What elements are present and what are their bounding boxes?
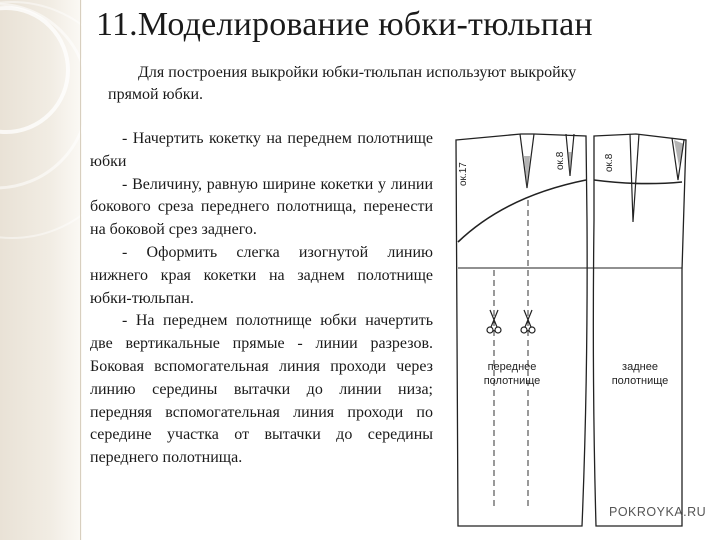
label-front-panel-2: полотнище (484, 375, 541, 387)
skirt-pattern-diagram: ок.17 ок.8 ок.8 переднее полотнище задне… (455, 133, 687, 527)
instructions: - Начертить кокетку на переднем полотнищ… (90, 128, 433, 470)
decorative-side-panel (0, 0, 82, 540)
back-dart (629, 133, 640, 223)
label-back-dart: ок.8 (604, 153, 615, 172)
back-yoke-line (593, 179, 683, 185)
divider-line (80, 0, 81, 540)
instruction-paragraph-1: - Начертить кокетку на переднем полотнищ… (90, 130, 433, 170)
front-panel-outline (455, 133, 588, 527)
back-panel-outline (592, 133, 687, 527)
label-back-panel-2: полотнище (612, 375, 669, 387)
label-front-panel-1: переднее (488, 361, 537, 373)
front-yoke-line (457, 179, 587, 243)
scissors-icon (520, 309, 536, 334)
back-side-dart (671, 137, 685, 181)
decorative-circles (0, 1, 82, 239)
label-front-waist-dart: ок.17 (458, 162, 469, 186)
instruction-paragraph-3: - Оформить слегка изогнутой линию нижнег… (90, 243, 433, 307)
slide-title: 11.Моделирование юбки-тюльпан (96, 6, 593, 43)
label-back-panel-1: заднее (622, 361, 658, 373)
scissors-icon (486, 309, 502, 334)
intro-line-2: прямой юбки. (108, 86, 204, 103)
instruction-paragraph-4: - На переднем полотнище юбки начертить д… (90, 312, 433, 467)
intro-line-1: Для построения выкройки юбки-тюльпан исп… (138, 64, 577, 81)
label-front-side-dart: ок.8 (555, 151, 566, 170)
watermark: POKROYKA.RU (609, 505, 707, 519)
intro-text: Для построения выкройки юбки-тюльпан исп… (96, 62, 696, 106)
instruction-paragraph-2: - Величину, равную ширине кокетки у лини… (90, 175, 433, 239)
